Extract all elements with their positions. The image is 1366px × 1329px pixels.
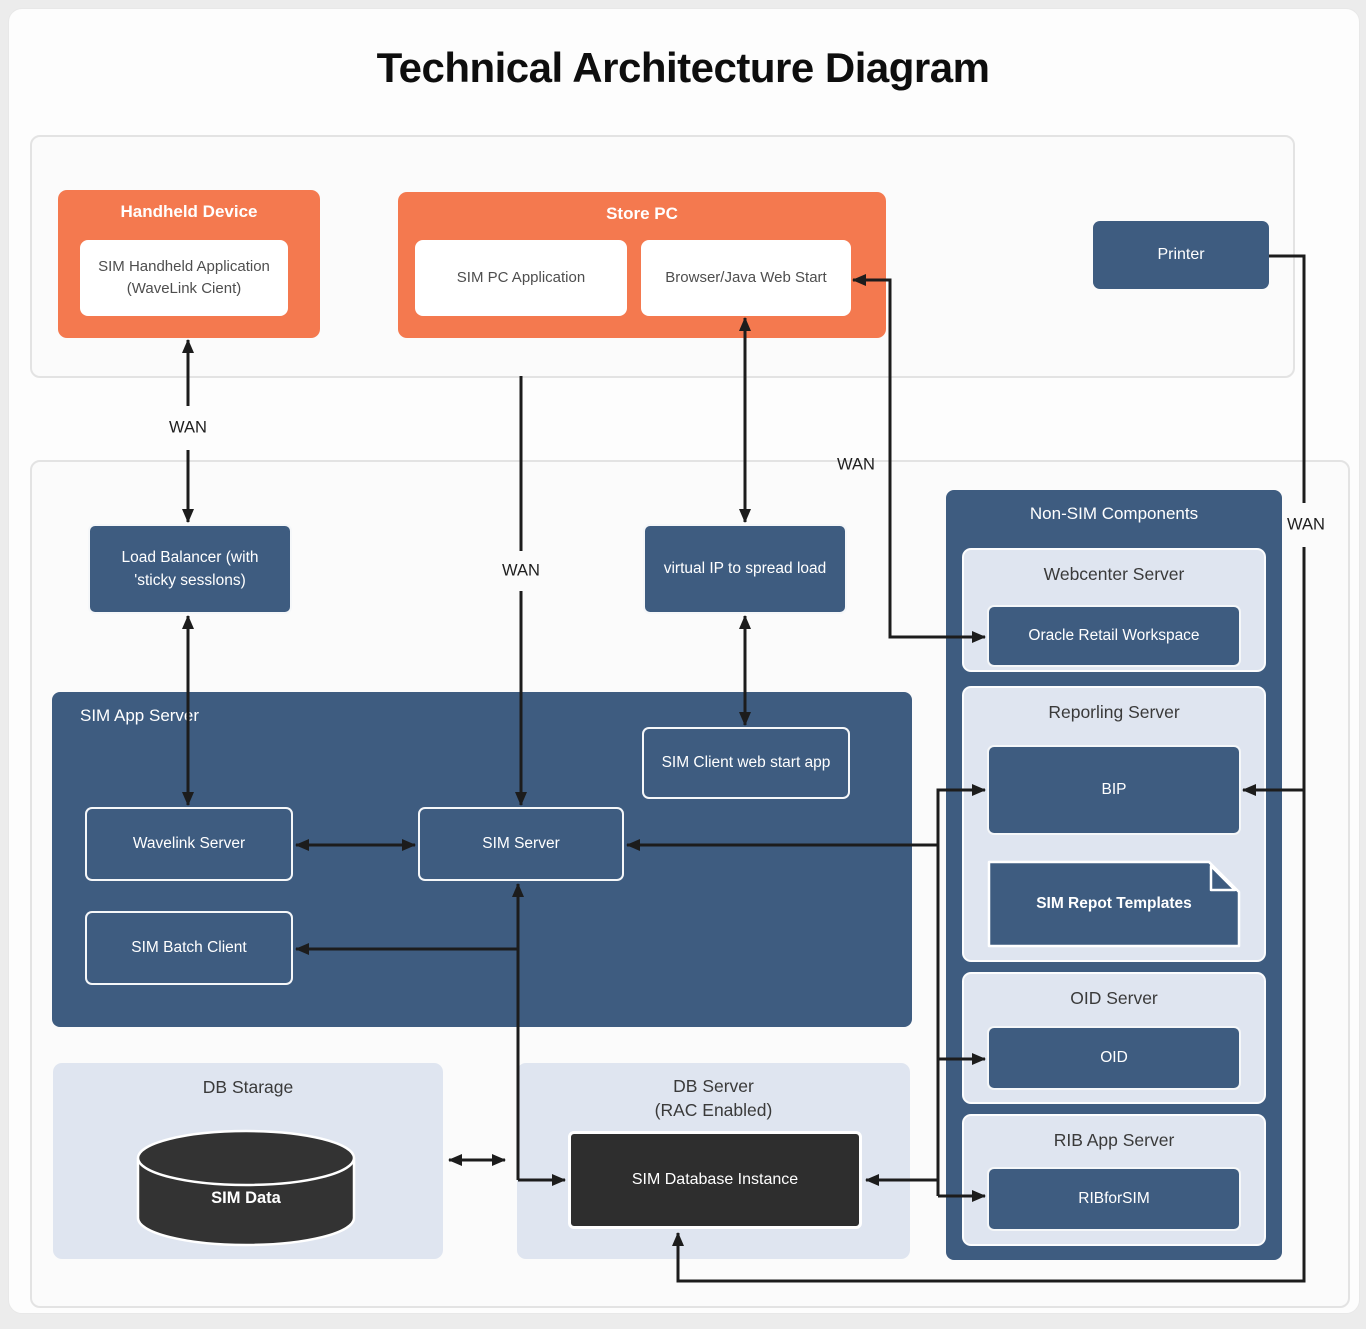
page-title: Technical Architecture Diagram — [376, 44, 990, 91]
sim-batch-client-label: SIM Batch Client — [131, 939, 247, 957]
db-storage-label: DB Starage — [202, 1077, 294, 1097]
webcenter-server-label: Webcenter Server — [1043, 564, 1185, 584]
load-balancer-line1: Load Balancer (with — [121, 548, 259, 566]
node-sim-database-instance: SIM Database Instance — [568, 1131, 862, 1229]
oid-label: OID — [1100, 1049, 1128, 1067]
sim-pc-application-label: SIM PC Application — [456, 269, 586, 287]
node-sim-client-web-start-app: SIM Client web start app — [642, 727, 850, 799]
wan-label-handheld: WAN — [169, 418, 207, 437]
oid-server-label: OID Server — [1070, 988, 1158, 1008]
browser-java-web-start-label: Browser/Java Web Start — [665, 269, 827, 287]
printer-label: Printer — [1157, 246, 1205, 263]
database-cylinder-icon — [136, 1129, 356, 1247]
node-sim-server: SIM Server — [418, 807, 624, 881]
sim-client-web-start-app-label: SIM Client web start app — [661, 754, 831, 772]
node-bip: BIP — [987, 745, 1241, 835]
node-printer: Printer — [1093, 221, 1269, 289]
wavelink-server-label: Wavelink Server — [132, 835, 246, 853]
sim-data-label: SIM Data — [211, 1189, 281, 1208]
ribforsim-label: RIBforSIM — [1078, 1190, 1150, 1208]
store-pc-label: Store PC — [606, 204, 678, 223]
node-browser-java-web-start: Browser/Java Web Start — [641, 240, 851, 316]
node-sim-report-templates: SIM Repot Templates — [987, 860, 1241, 948]
handheld-device-label: Handheld Device — [120, 202, 258, 221]
sim-app-server-label: SIM App Server — [80, 706, 200, 725]
node-sim-batch-client: SIM Batch Client — [85, 911, 293, 985]
node-oid: OID — [987, 1026, 1241, 1090]
wan-label-printer: WAN — [1287, 515, 1325, 534]
load-balancer-line2: 'sticky sesslons) — [134, 572, 246, 589]
node-wavelink-server: Wavelink Server — [85, 807, 293, 881]
db-server-line1: DB Server — [673, 1076, 754, 1096]
wan-label-simpc: WAN — [502, 561, 540, 580]
rib-app-server-label: RIB App Server — [1053, 1130, 1175, 1150]
reporting-server-label: Reporling Server — [1048, 702, 1180, 722]
node-sim-data-cylinder: SIM Data — [136, 1128, 356, 1248]
wan-label-browser: WAN — [837, 455, 875, 474]
db-server-line2: (RAC Enabled) — [654, 1099, 773, 1120]
sim-report-templates-label: SIM Repot Templates — [1036, 895, 1192, 912]
non-sim-components-label: Non-SIM Components — [1029, 504, 1199, 523]
virtual-ip-label: virtual IP to spread load — [663, 560, 827, 578]
node-oracle-retail-workspace: Oracle Retail Workspace — [987, 605, 1241, 667]
db-server-label: DB Server (RAC Enabled) — [517, 1075, 910, 1122]
sim-handheld-app-line1: SIM Handheld Application — [98, 258, 270, 276]
node-ribforsim: RIBforSIM — [987, 1167, 1241, 1231]
oracle-retail-workspace-label: Oracle Retail Workspace — [1028, 627, 1200, 645]
sim-server-label: SIM Server — [482, 835, 560, 853]
bip-label: BIP — [1101, 781, 1127, 799]
node-virtual-ip: virtual IP to spread load — [643, 524, 847, 614]
node-sim-pc-application: SIM PC Application — [415, 240, 627, 316]
sim-database-instance-label: SIM Database Instance — [631, 1171, 799, 1188]
sim-handheld-application-label: SIM Handheld Application (WaveLink Cient… — [98, 256, 270, 300]
sim-handheld-app-line2: (WaveLink Cient) — [126, 280, 242, 297]
node-sim-handheld-application: SIM Handheld Application (WaveLink Cient… — [80, 240, 288, 316]
node-load-balancer: Load Balancer (with 'sticky sesslons) — [88, 524, 292, 614]
